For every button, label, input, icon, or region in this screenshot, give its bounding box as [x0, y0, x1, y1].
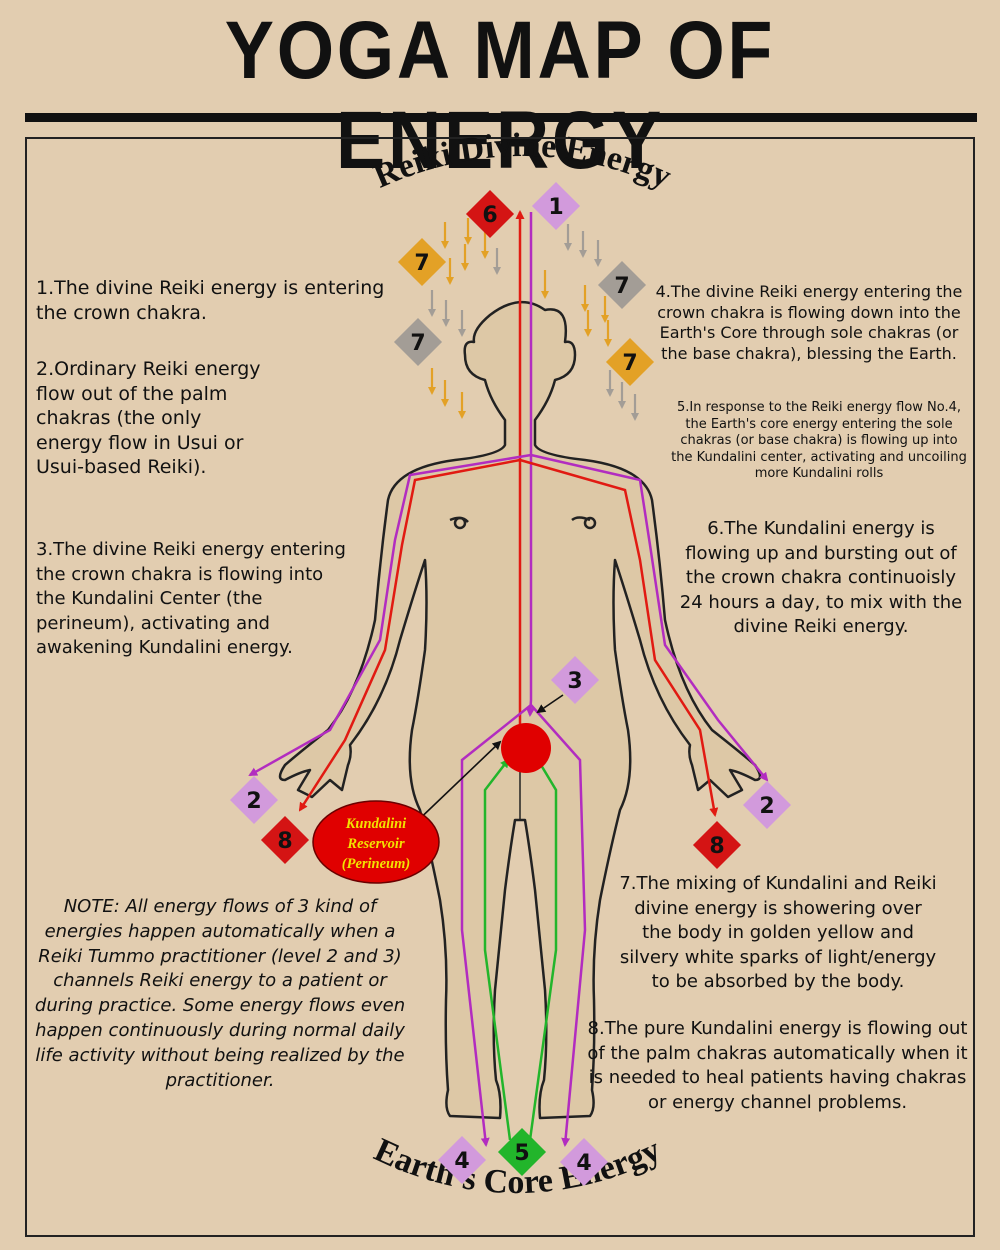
energy-flows: [248, 210, 769, 1147]
marker-3: 3: [550, 655, 600, 705]
marker-8-left: 8: [260, 815, 310, 865]
pointer-arrow-reservoir: [409, 740, 502, 829]
note-text: NOTE: All energy flows of 3 kind of ener…: [34, 896, 406, 1091]
earth-flow-5-right: [528, 758, 558, 1141]
svg-text:8: 8: [277, 829, 292, 854]
text-flow-8: 8.The pure Kundalini energy is flowing o…: [587, 1018, 968, 1113]
content-frame: [25, 137, 975, 1237]
svg-text:5: 5: [514, 1141, 529, 1166]
reservoir-label-line3: (Perineum): [342, 856, 410, 872]
text-flow-5: 5.In response to the Reiki energy flow N…: [671, 400, 967, 481]
divine-flow-2-left: [248, 453, 532, 777]
svg-text:2: 2: [759, 794, 774, 819]
divine-flow-1: [525, 212, 535, 717]
pointer-arrow-3: [536, 694, 564, 714]
sparks: [428, 218, 639, 421]
text-flow-7: 7.The mixing of Kundalini and Reiki divi…: [619, 873, 937, 992]
arc-title-top: Reiki Divine Energy: [369, 127, 677, 196]
marker-8-right: 8: [692, 820, 742, 870]
svg-text:1: 1: [548, 195, 563, 220]
reservoir-label: Kundalini Reservoir (Perineum): [312, 800, 440, 884]
marker-7-silver-left: 7: [393, 317, 443, 367]
svg-text:7: 7: [622, 351, 637, 376]
marker-7-silver-right: 7: [597, 260, 647, 310]
text-flow-6: 6.The Kundalini energy is flowing up and…: [679, 518, 963, 637]
kundalini-flow-8-right: [519, 458, 719, 817]
marker-2-right: 2: [742, 780, 792, 830]
divine-flow-4-right: [530, 704, 587, 1147]
marker-2-left: 2: [229, 775, 279, 825]
reservoir-label-line2: Reservoir: [346, 836, 405, 852]
svg-text:8: 8: [709, 834, 724, 859]
svg-text:2: 2: [246, 789, 261, 814]
svg-text:3: 3: [567, 669, 582, 694]
marker-7-gold-right: 7: [605, 337, 655, 387]
svg-text:6: 6: [482, 203, 497, 228]
svg-text:7: 7: [614, 274, 629, 299]
page-title: YOGA MAP OF ENERGY: [224, 5, 776, 186]
divine-flow-4-left: [460, 704, 532, 1147]
divine-flow-2-right: [530, 453, 769, 782]
svg-text:7: 7: [414, 251, 429, 276]
earth-flow-5-left: [483, 758, 512, 1141]
text-flow-3: 3.The divine Reiki energy entering the c…: [36, 539, 346, 658]
marker-6: 6: [465, 189, 515, 239]
reservoir-label-line1: Kundalini: [345, 816, 406, 832]
svg-text:4: 4: [454, 1149, 469, 1174]
svg-text:7: 7: [410, 331, 425, 356]
kundalini-flow-8-left: [298, 458, 521, 812]
kundalini-center: [501, 723, 551, 773]
marker-1: 1: [531, 181, 581, 231]
text-flow-2: 2.Ordinary Reiki energy flow out of the …: [36, 358, 261, 478]
text-flow-1: 1.The divine Reiki energy is entering th…: [36, 277, 385, 324]
text-flow-4: 4.The divine Reiki energy entering the c…: [655, 282, 963, 363]
svg-text:4: 4: [576, 1151, 591, 1176]
marker-7-gold-left: 7: [397, 237, 447, 287]
title-rule: [25, 113, 977, 122]
